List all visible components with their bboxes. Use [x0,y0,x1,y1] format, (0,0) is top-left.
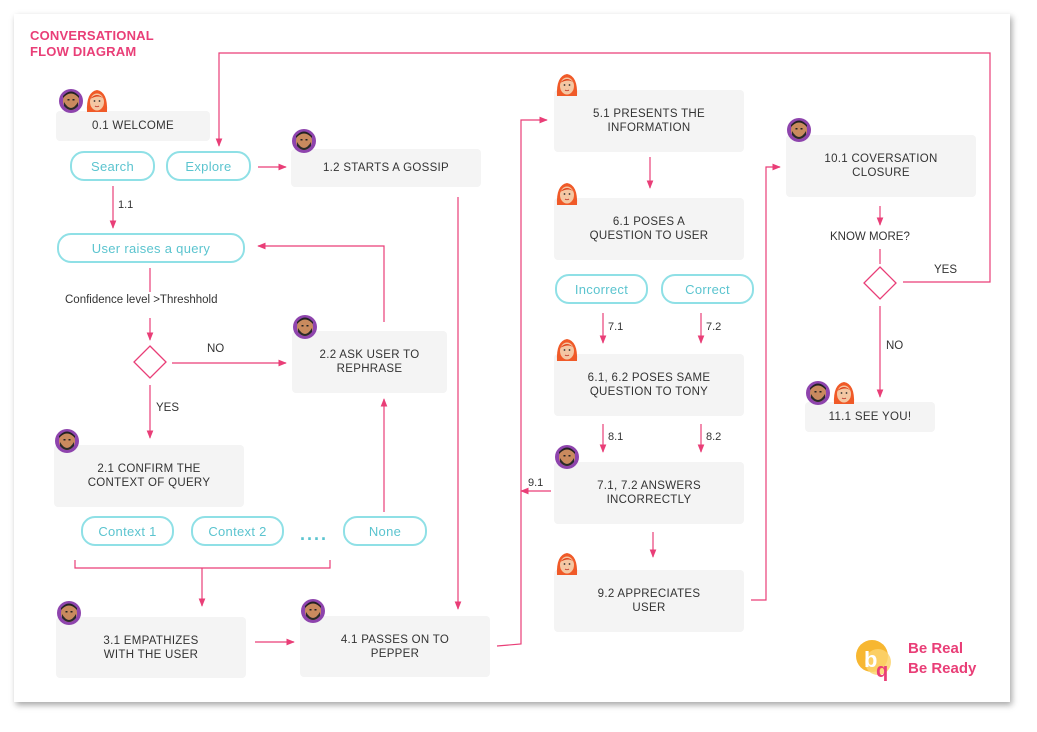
avatar-male-seeyou [806,381,830,405]
node-closure: 10.1 COVERSATION CLOSURE [786,135,976,197]
label-yes-2: YES [934,264,958,276]
brand-line-1: Be Real [908,640,964,657]
node-poses-question: 6.1 POSES A QUESTION TO USER [554,198,744,260]
edge-yes-loop [215,52,991,283]
diagram-title: CONVERSATIONAL FLOW DIAGRAM [30,28,154,60]
avatar-male-gossip [292,129,316,153]
pill-incorrect: Incorrect [555,274,648,304]
label-confidence: Confidence level >Threshhold [65,294,218,306]
node-empathizes: 3.1 EMPATHIZES WITH THE USER [56,617,246,678]
avatar-female-present [556,73,578,97]
decision-diamond-confidence [133,345,167,379]
avatar-male-pass [301,599,325,623]
label-no-2: NO [886,340,904,352]
node-appreciates: 9.2 APPRECIATES USER [554,570,744,632]
decision-diamond-know-more [863,266,897,300]
avatar-male-rephrase [293,315,317,339]
node-poses-same: 6.1, 6.2 POSES SAME QUESTION TO TONY [554,354,744,416]
brand-logo: b q [856,640,891,682]
pill-user-query: User raises a query [57,233,245,263]
node-welcome: 0.1 WELCOME [56,111,210,141]
label-yes-1: YES [156,402,180,414]
avatar-female-pose [556,182,578,206]
pill-none: None [343,516,427,546]
node-presents-info: 5.1 PRESENTS THE INFORMATION [554,90,744,152]
edge-number-7-1: 7.1 [608,321,624,333]
label-no-1: NO [207,343,225,355]
avatar-male-answers [555,445,579,469]
edge-number-8-2: 8.2 [706,431,722,443]
avatar-male-closure [787,118,811,142]
edge-number-7-2: 7.2 [706,321,722,333]
node-ask-rephrase: 2.2 ASK USER TO REPHRASE [292,331,447,393]
edge-number-8-1: 8.1 [608,431,624,443]
node-passes-pepper: 4.1 PASSES ON TO PEPPER [300,616,490,677]
pill-context-1: Context 1 [81,516,174,546]
ellipsis: .... [300,524,329,544]
avatar-male-empathize [57,601,81,625]
avatar-female-seeyou [833,381,855,405]
avatar-female-same [556,338,578,362]
edge-number-9-1: 9.1 [528,477,544,489]
node-confirm-context: 2.1 CONFIRM THE CONTEXT OF QUERY [54,445,244,507]
pill-search: Search [70,151,155,181]
svg-text:q: q [876,660,888,682]
title-line-1: CONVERSATIONAL [30,28,154,43]
title-line-2: FLOW DIAGRAM [30,44,137,59]
node-starts-gossip: 1.2 STARTS A GOSSIP [291,149,481,187]
avatar-male-welcome [59,89,83,113]
node-see-you: 11.1 SEE YOU! [805,402,935,432]
pill-correct: Correct [661,274,754,304]
pill-context-2: Context 2 [191,516,284,546]
avatar-female-welcome [86,89,108,113]
node-answers-incorrectly: 7.1, 7.2 ANSWERS INCORRECTLY [554,462,744,524]
pill-explore: Explore [166,151,251,181]
brand-line-2: Be Ready [908,660,977,677]
edge-appreciate-closure [751,163,781,601]
edge-number-1-1: 1.1 [118,199,134,211]
edge-pass-present [496,116,548,647]
avatar-male-confirm [55,429,79,453]
avatar-female-appreciate [556,552,578,576]
label-know-more: KNOW MORE? [830,231,910,243]
svg-text:b: b [864,647,877,672]
edge-rephrase-query [257,242,385,322]
